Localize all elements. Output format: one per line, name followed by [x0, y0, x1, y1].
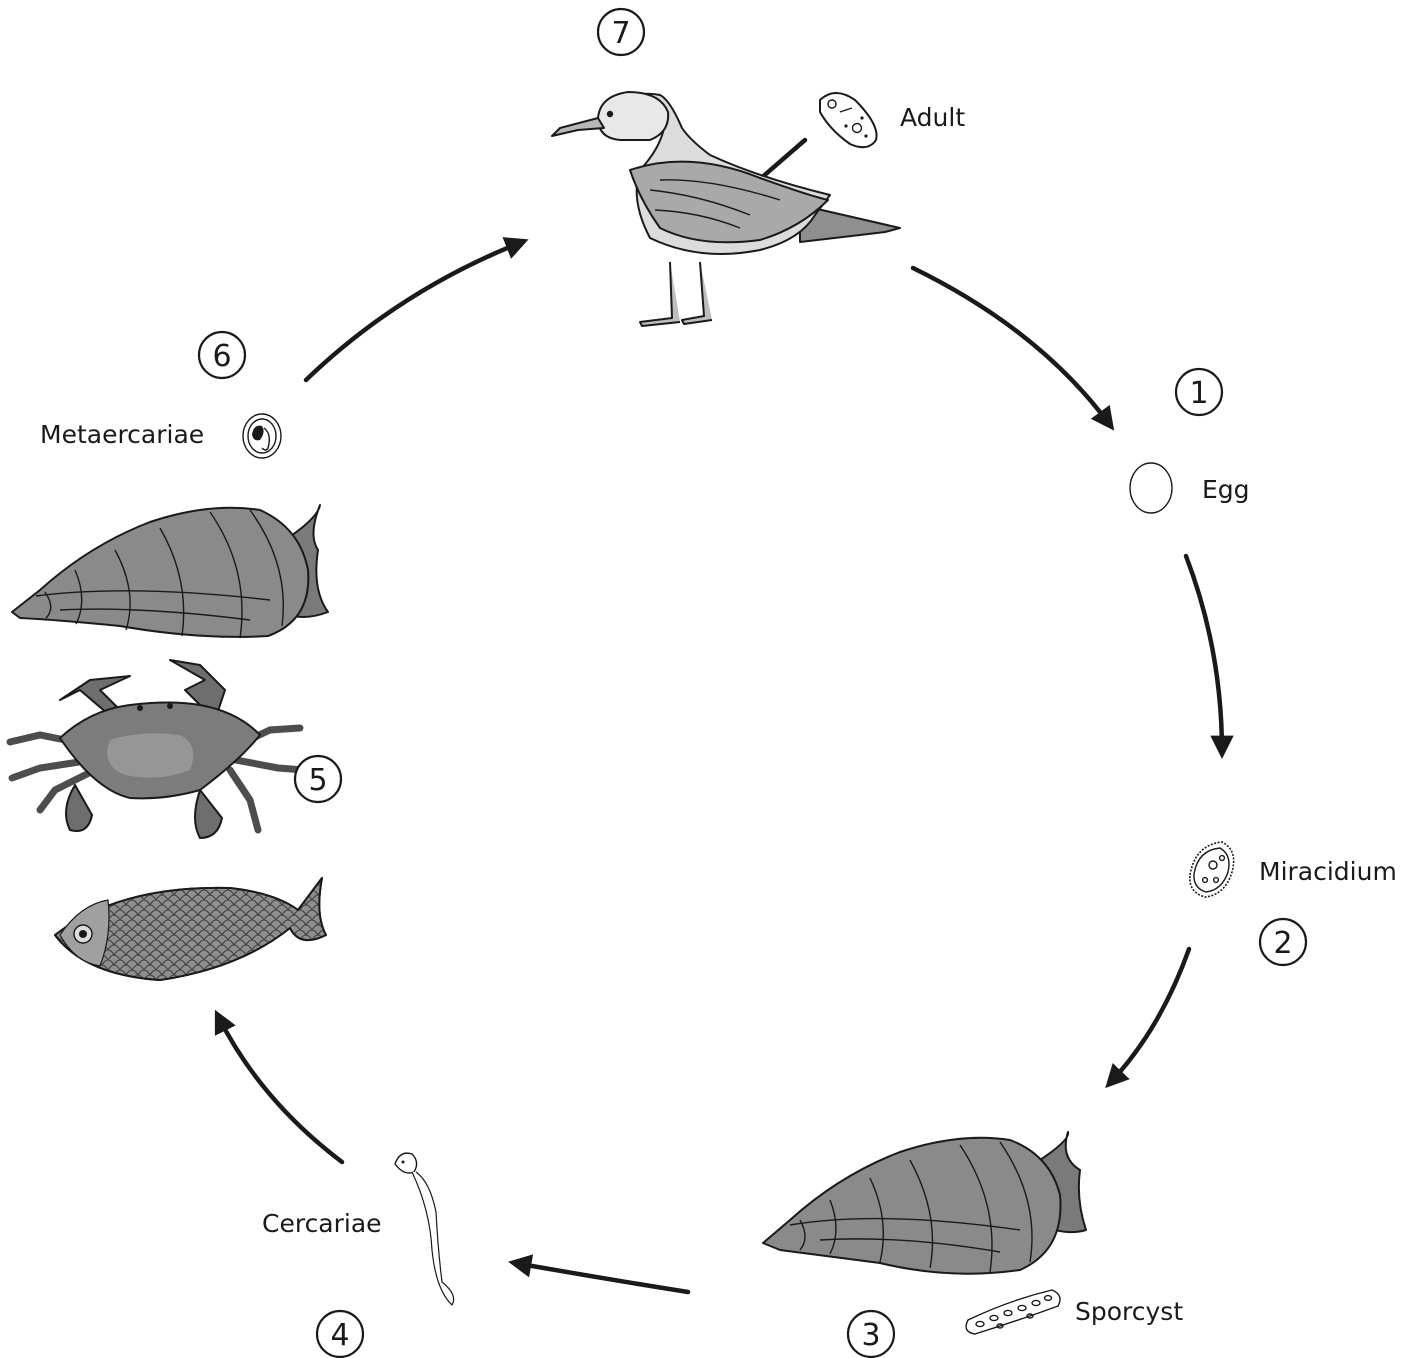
arrow-4-to-5 [218, 1016, 342, 1162]
miracidium-icon [1190, 842, 1234, 897]
stage-7-number: 7 [598, 9, 644, 55]
sporocyst-icon [966, 1290, 1060, 1334]
svg-text:2: 2 [1273, 926, 1292, 961]
cercaria-icon [395, 1153, 454, 1305]
snail-icon [12, 505, 328, 638]
stage-7-definitive-host: 7 Adult [552, 9, 965, 326]
arrow-2-to-3 [1110, 949, 1189, 1083]
svg-text:3: 3 [861, 1318, 880, 1353]
stage-2-miracidium: Miracidium 2 [1190, 842, 1397, 965]
cycle-arrows [218, 140, 1222, 1292]
svg-text:7: 7 [611, 16, 630, 51]
snail-icon [763, 1132, 1086, 1274]
stage-6-label: Metaercariae [40, 420, 204, 449]
arrow-6-to-7 [306, 242, 522, 380]
stage-1-label: Egg [1202, 475, 1250, 504]
stage-6-number: 6 [199, 332, 245, 378]
stage-3-label: Sporcyst [1075, 1297, 1183, 1326]
svg-text:5: 5 [308, 763, 327, 798]
metacercaria-icon [243, 414, 281, 458]
stage-4-number: 4 [317, 1311, 363, 1357]
adult-fluke-icon [820, 93, 877, 147]
stage-5-number: 5 [295, 756, 341, 802]
stage-5-second-hosts: 5 [10, 505, 341, 990]
stage-1-number: 1 [1176, 369, 1222, 415]
stage-4-cercariae: Cercariae 4 [262, 1153, 454, 1357]
arrow-7-to-1 [913, 268, 1110, 425]
arrow-3-to-4 [515, 1263, 688, 1292]
stage-6-metacercariae: 6 Metaercariae [40, 332, 281, 458]
svg-text:6: 6 [212, 339, 231, 374]
egg-icon [1130, 463, 1172, 513]
crab-icon [10, 660, 305, 838]
stage-2-label: Miracidium [1259, 857, 1397, 886]
stage-1-egg: 1 Egg [1130, 369, 1250, 513]
stage-3-number: 3 [848, 1311, 894, 1357]
svg-text:1: 1 [1189, 376, 1208, 411]
stage-7-label: Adult [900, 103, 965, 132]
fish-icon [50, 870, 330, 990]
stage-4-label: Cercariae [262, 1209, 382, 1238]
stage-2-number: 2 [1260, 919, 1306, 965]
svg-text:4: 4 [330, 1318, 349, 1353]
arrow-1-to-2 [1186, 556, 1222, 752]
stage-3-first-host: Sporcyst 3 [763, 1132, 1183, 1357]
